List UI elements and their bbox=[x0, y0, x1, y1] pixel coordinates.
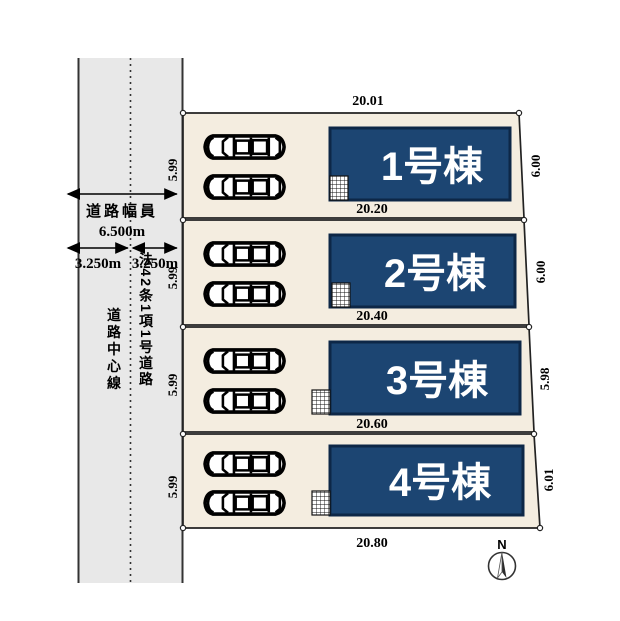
compass-rose-icon: N bbox=[487, 537, 517, 581]
lot-1-left-dimension: 5.99 bbox=[165, 158, 180, 181]
building-1-block[interactable] bbox=[328, 126, 512, 202]
lot-1[interactable] bbox=[179, 109, 525, 219]
road-half-right-value: 3.250m bbox=[132, 256, 179, 272]
lot-1-top-dimension: 20.01 bbox=[352, 94, 384, 109]
car-icon bbox=[203, 132, 286, 162]
porch-3-icon bbox=[311, 389, 331, 415]
lot-4[interactable] bbox=[179, 430, 544, 532]
porch-2-icon bbox=[331, 282, 351, 308]
lot-3[interactable] bbox=[179, 323, 535, 433]
building-3-label: 3号棟 bbox=[386, 359, 489, 403]
road-half-left-value: 3.250m bbox=[75, 256, 122, 272]
building-1-label: 1号棟 bbox=[381, 145, 484, 189]
road-width-dimension bbox=[66, 188, 178, 254]
porch-1-icon bbox=[329, 175, 349, 201]
car-icon bbox=[203, 239, 286, 269]
road-width-label: 道路幅員 bbox=[86, 202, 158, 220]
lot-3-left-dimension: 5.99 bbox=[165, 373, 180, 396]
car-icon bbox=[203, 346, 286, 376]
lot-2[interactable] bbox=[179, 216, 530, 326]
lot-2-left-dimension: 5.99 bbox=[165, 266, 180, 289]
lot-3-right-dimension: 5.98 bbox=[537, 367, 552, 390]
lot-4-right-dimension: 6.01 bbox=[541, 469, 556, 492]
building-4-block[interactable] bbox=[328, 444, 525, 517]
lot-1-right-dimension: 6.00 bbox=[528, 155, 543, 178]
porch-4-icon bbox=[311, 490, 331, 516]
road-width-value: 6.500m bbox=[99, 224, 146, 240]
lot-4-bottom-dimension: 20.80 bbox=[356, 536, 388, 551]
road-area bbox=[77, 58, 184, 583]
lot-2-top-dimension: 20.20 bbox=[356, 202, 388, 217]
compass-north-label: N bbox=[497, 537, 506, 552]
lot-2-right-dimension: 6.00 bbox=[533, 261, 548, 284]
lot-4-left-dimension: 5.99 bbox=[165, 475, 180, 498]
building-3-block[interactable] bbox=[328, 340, 522, 416]
lot-3-top-dimension: 20.40 bbox=[356, 309, 388, 324]
car-icon bbox=[203, 279, 286, 309]
building-2-block[interactable] bbox=[328, 233, 517, 309]
car-icon bbox=[203, 386, 286, 416]
car-icon bbox=[203, 172, 286, 202]
building-4-label: 4号棟 bbox=[389, 461, 492, 505]
road-classification-label: 法42条1項1号道路 bbox=[138, 252, 154, 388]
lot-4-top-dimension: 20.60 bbox=[356, 417, 388, 432]
road-center-line-label: 道路中心線 bbox=[106, 307, 122, 393]
car-icon bbox=[203, 449, 286, 479]
car-icon bbox=[203, 488, 286, 518]
building-2-label: 2号棟 bbox=[384, 252, 487, 296]
